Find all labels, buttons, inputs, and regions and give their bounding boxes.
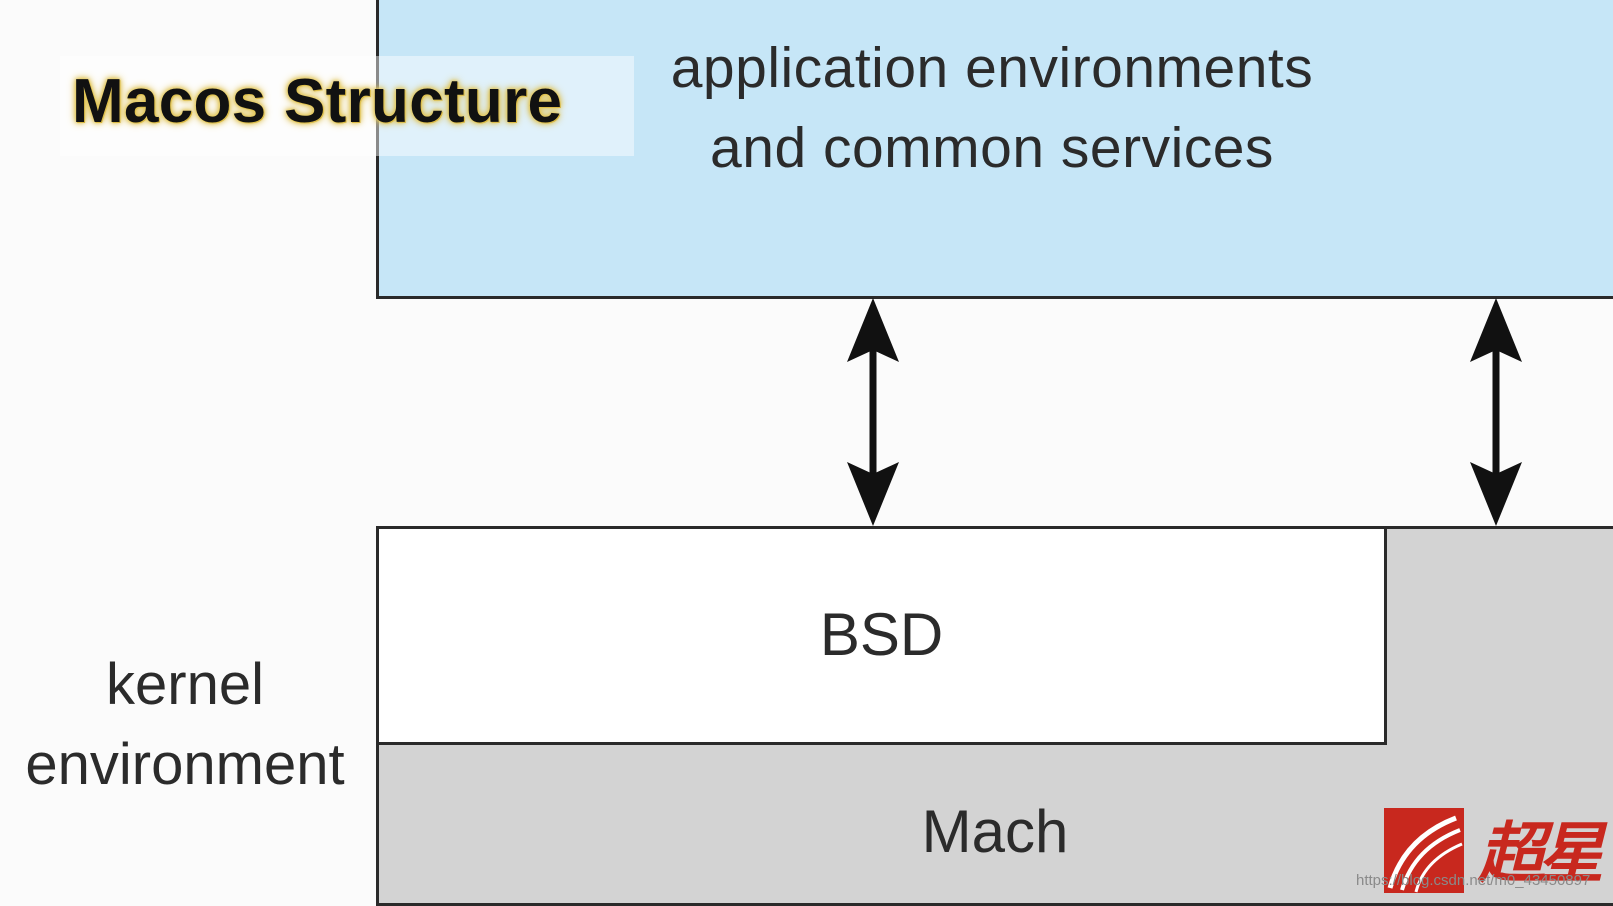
application-environments-line-1: application environments — [670, 36, 1314, 100]
bsd-layer — [376, 526, 1387, 745]
kernel-environment-label: kernel environment — [0, 645, 370, 805]
kernel-environment-line-1: kernel — [106, 652, 264, 717]
watermark-url: https://blog.csdn.net/m0_43450897 — [1356, 872, 1591, 889]
kernel-environment-line-2: environment — [25, 732, 345, 797]
chaoxing-logo-icon — [1384, 808, 1464, 893]
application-environments-label: application environments and common serv… — [632, 28, 1352, 188]
bsd-to-application-arrow — [847, 298, 899, 526]
application-environments-line-2: and common services — [710, 116, 1274, 180]
bsd-label: BSD — [819, 601, 944, 668]
diagram-title: Macos Structure — [72, 67, 563, 136]
application-environments-layer — [376, 0, 1613, 299]
title-highlight-band — [60, 56, 634, 156]
mach-to-application-arrow — [1470, 298, 1522, 526]
mach-label: Mach — [921, 798, 1069, 865]
chaoxing-watermark-glyphs: 超星 — [1478, 814, 1604, 892]
